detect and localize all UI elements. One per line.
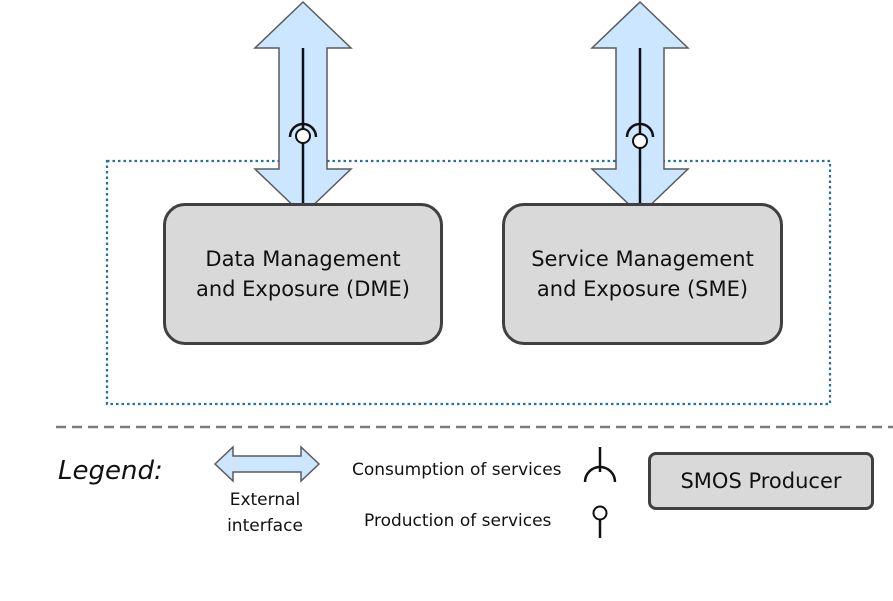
legend-external-line2: interface: [227, 516, 303, 536]
dme-consumption-icon: [288, 122, 318, 138]
sme-label-line2: and Exposure (SME): [536, 277, 749, 301]
smos-boundary: [105, 159, 832, 406]
sme-box: Service Management and Exposure (SME): [502, 203, 783, 345]
legend-smos-producer-box: SMOS Producer: [648, 452, 874, 510]
sme-label-line1: Service Management: [531, 247, 754, 271]
dme-label-line2: and Exposure (DME): [195, 277, 411, 301]
sme-consumption-icon: [625, 122, 655, 138]
sme-production-icon: [632, 133, 648, 149]
legend-external-interface-label: External interface: [206, 487, 324, 539]
dme-box: Data Management and Exposure (DME): [163, 203, 443, 345]
dme-label-line1: Data Management: [205, 247, 401, 271]
legend-external-interface-icon: [213, 445, 321, 483]
legend-production-label: Production of services: [364, 511, 552, 531]
legend-title: Legend:: [58, 456, 163, 486]
legend-consumption-icon: [583, 465, 617, 483]
legend-consumption-label: Consumption of services: [352, 460, 562, 480]
dme-production-icon: [295, 128, 311, 144]
legend-external-line1: External: [229, 490, 301, 510]
legend-production-icon: [592, 505, 608, 521]
